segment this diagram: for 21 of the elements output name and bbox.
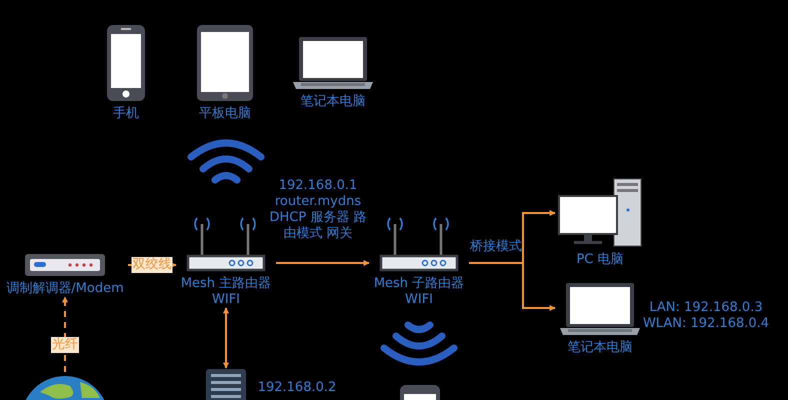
device-caption: WIFI [405,292,433,308]
device-caption: Mesh 主路由器 [180,276,272,292]
device-caption: 笔记本电脑 [568,340,632,356]
address-note: 192.168.0.2 [256,380,338,396]
device-caption: WIFI [212,292,240,308]
arrow [469,262,556,311]
device-caption: 笔记本电脑 [300,94,366,110]
device-caption: PC 电脑 [576,252,624,268]
device-caption: Mesh 子路由器 [374,276,464,292]
arrow [223,307,229,369]
edge-label: 桥接模式 [470,239,522,255]
phone-icon [398,384,442,400]
device-caption: 平板电脑 [199,106,251,122]
address-note: 192.168.0.1 router.mydns DHCP 服务器 路由模式 网关 [268,178,368,242]
address-note: LAN: 192.168.0.3 WLAN: 192.168.0.4 [642,300,770,332]
edge-label: 光纤 [51,336,79,352]
server-icon [205,368,247,400]
device-caption: 手机 [113,106,139,122]
edge-label: 双绞线 [132,257,172,273]
device-caption: 调制解调器/Modem [6,281,124,297]
arrow [276,260,370,266]
